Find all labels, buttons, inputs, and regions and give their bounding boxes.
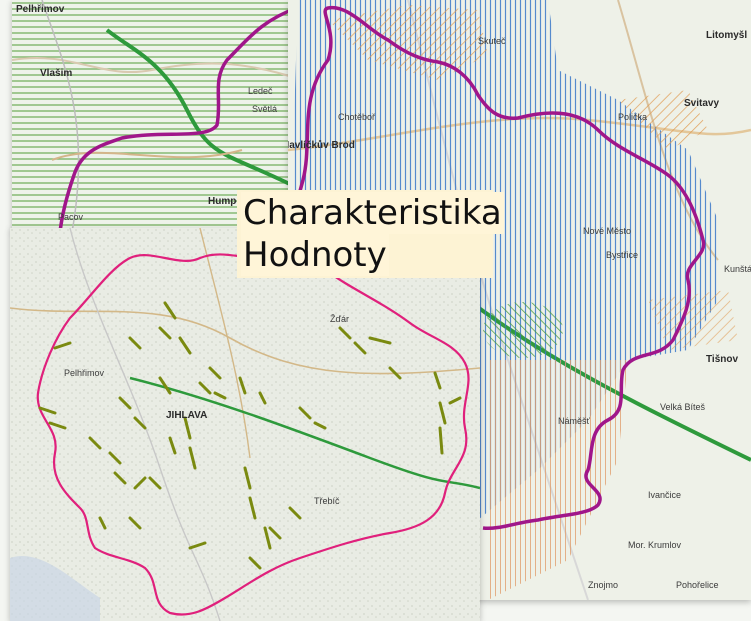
title-overlay: Charakteristika Hodnoty — [237, 190, 504, 278]
place-nove-mesto: Nové Město — [583, 226, 632, 236]
place-jihlava: JIHLAVA — [166, 410, 208, 421]
place-havlickuv-brod: Havlíčkův Brod — [288, 140, 355, 151]
place-znojmo: Znojmo — [588, 580, 619, 590]
place-policka: Polička — [618, 112, 648, 122]
place-litomysl: Litomyšl — [706, 30, 748, 41]
place-pelhrimov-top: Pelhřimov — [16, 4, 65, 15]
place-svitavy: Svitavy — [684, 98, 720, 109]
place-ivancice: Ivančice — [648, 490, 682, 500]
map-right-graphics — [288, 0, 751, 600]
place-velka-bites: Velká Bíteš — [660, 402, 706, 412]
place-tisnov: Tišnov — [706, 354, 739, 365]
region-border-right — [288, 5, 706, 531]
map-top-left-graphics — [12, 0, 302, 232]
place-pohorelice: Pohořelice — [676, 580, 719, 590]
place-svetla: Světlá — [252, 104, 278, 114]
highway-d1 — [105, 28, 302, 192]
place-zdar: Žďár — [330, 314, 350, 324]
place-pelhrimov-inset: Pelhřimov — [64, 368, 105, 378]
hatch-orange-south — [488, 360, 628, 600]
title-line-1: Charakteristika — [241, 192, 504, 234]
region-border-top-left — [58, 6, 298, 232]
place-ledec: Ledeč — [248, 86, 273, 96]
place-vlasim: Vlašim — [40, 68, 73, 79]
map-bottom-left-graphics — [10, 228, 480, 621]
place-moravsky-krumlov: Mor. Krumlov — [628, 540, 682, 550]
place-kunstat: Kunštát — [724, 264, 751, 274]
map-panel-bottom-left: JIHLAVA Pelhřimov Třebíč Žďár — [10, 228, 480, 621]
place-skutec: Skuteč — [478, 36, 506, 46]
hatch-orange-north — [328, 5, 488, 80]
title-line-2: Hodnoty — [241, 234, 389, 276]
place-trebic: Třebíč — [314, 496, 340, 506]
place-pacov: Pacov — [58, 212, 84, 222]
place-chotebor: Chotěboř — [338, 112, 376, 122]
map-panel-top-left: Pelhřimov Vlašim Ledeč Světlá Humpolec P… — [12, 0, 302, 232]
place-humpolec: Humpolec — [208, 196, 257, 207]
place-namest: Náměšť — [558, 416, 590, 426]
place-bystrice: Bystřice — [606, 250, 639, 260]
hatch-green-area — [483, 302, 563, 358]
hatch-orange-east — [618, 90, 708, 150]
valley-marks — [38, 301, 462, 570]
